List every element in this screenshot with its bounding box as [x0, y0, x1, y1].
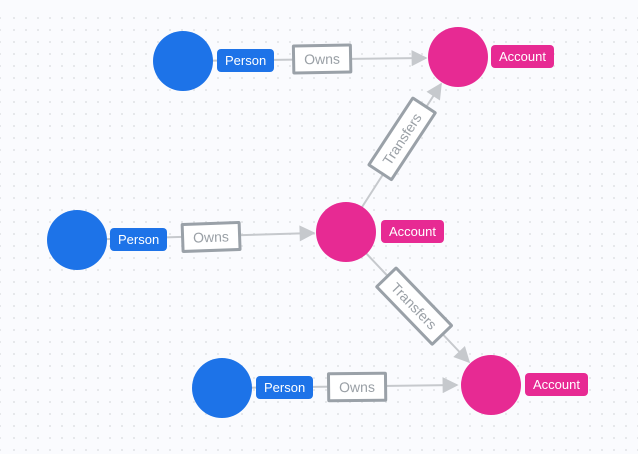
node-person-1[interactable] — [153, 31, 213, 91]
node-account-3[interactable] — [461, 355, 521, 415]
node-label-person-1[interactable]: Person — [217, 49, 275, 72]
node-label-person-3[interactable]: Person — [256, 376, 314, 399]
node-label-account-2[interactable]: Account — [381, 220, 444, 243]
relationship-label-owns-2[interactable]: Owns — [180, 220, 242, 254]
node-label-account-1[interactable]: Account — [491, 45, 554, 68]
node-label-person-2[interactable]: Person — [110, 228, 168, 251]
node-account-2[interactable] — [316, 202, 376, 262]
node-person-2[interactable] — [47, 210, 107, 270]
node-account-1[interactable] — [428, 27, 488, 87]
relationship-label-owns-1[interactable]: Owns — [291, 43, 353, 75]
node-person-3[interactable] — [192, 358, 252, 418]
relationship-label-owns-3[interactable]: Owns — [326, 371, 388, 403]
node-label-account-3[interactable]: Account — [525, 373, 588, 396]
